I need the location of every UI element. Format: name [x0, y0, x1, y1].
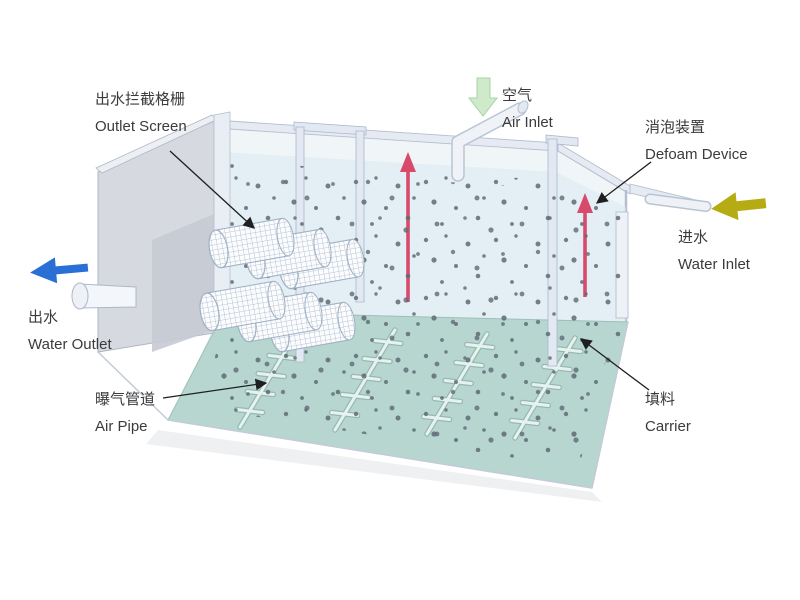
label-air-pipe-en: Air Pipe — [95, 418, 148, 435]
water-outlet-pipe — [71, 282, 137, 310]
water-outlet-arrow — [30, 257, 89, 284]
tank-bottom-edges — [97, 321, 629, 489]
leader-defoam-device — [595, 161, 652, 204]
air-inlet-arrow — [467, 77, 499, 117]
ground-shadow — [146, 430, 602, 502]
label-air-inlet-zh: 空气 — [502, 87, 533, 104]
label-water-inlet-en: Water Inlet — [678, 256, 750, 273]
label-water-outlet: 出水 Water Outlet — [28, 304, 112, 358]
label-water-outlet-zh: 出水 — [28, 309, 59, 326]
label-water-inlet: 进水 Water Inlet — [678, 224, 750, 278]
label-outlet-screen: 出水拦截格栅 Outlet Screen — [95, 86, 187, 140]
label-water-outlet-en: Water Outlet — [28, 336, 112, 353]
water-inlet-pipe — [644, 193, 712, 212]
label-water-inlet-zh: 进水 — [678, 229, 709, 246]
leader-outlet-screen — [169, 150, 255, 229]
label-defoam-device: 消泡装置 Defoam Device — [645, 114, 748, 168]
air-inlet-pipe — [451, 100, 529, 182]
leader-carrier — [579, 338, 650, 391]
label-air-inlet-en: Air Inlet — [502, 114, 553, 131]
label-defoam-device-zh: 消泡装置 — [645, 119, 706, 136]
label-air-inlet: 空气 Air Inlet — [502, 82, 553, 136]
tank-rim-right — [557, 142, 631, 195]
label-carrier-en: Carrier — [645, 418, 691, 435]
leader-air-pipe — [162, 378, 268, 399]
leader-arrows — [162, 150, 652, 399]
outlet-chamber-inner-wall — [152, 214, 214, 352]
label-defoam-device-en: Defoam Device — [645, 146, 748, 163]
label-outlet-screen-en: Outlet Screen — [95, 118, 187, 135]
divider-wall — [213, 111, 231, 319]
label-air-pipe: 曝气管道 Air Pipe — [95, 386, 155, 440]
water-inlet-arrow — [711, 192, 767, 221]
label-carrier-zh: 填料 — [645, 391, 676, 408]
label-air-pipe-zh: 曝气管道 — [95, 391, 156, 408]
label-outlet-screen-zh: 出水拦截格栅 — [95, 91, 186, 108]
label-carrier: 填料 Carrier — [645, 386, 691, 440]
